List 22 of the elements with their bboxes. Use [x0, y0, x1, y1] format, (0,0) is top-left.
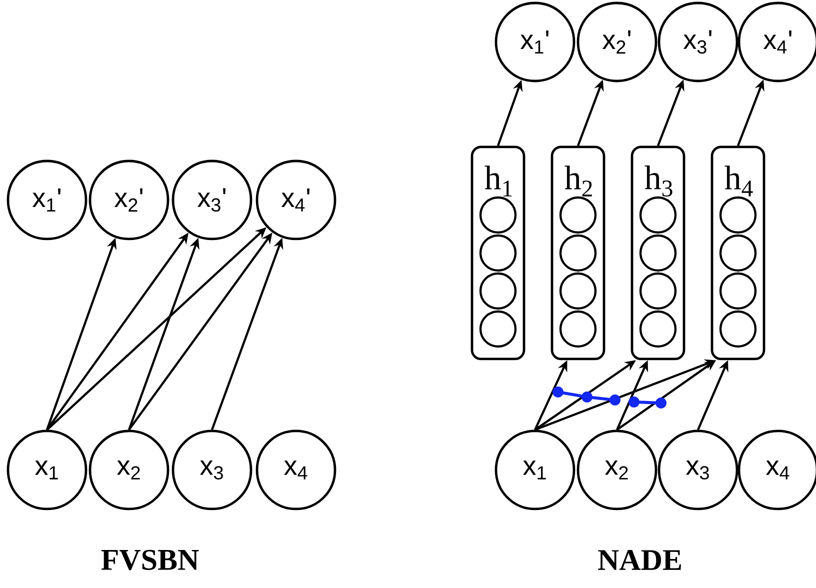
unit-circle	[639, 310, 677, 348]
unit-circle	[719, 272, 757, 310]
unit-circle	[479, 310, 517, 348]
unit-circle	[639, 234, 677, 272]
unit-circle	[719, 234, 757, 272]
hidden-layer-box: h$_{4}$	[710, 146, 766, 360]
unit-circle	[719, 196, 757, 234]
hidden-layer-box: h$_{3}$	[630, 146, 686, 360]
hidden-layer-box: h$_{1}$	[470, 146, 526, 360]
hidden-layer-box: h$_{2}$	[550, 146, 606, 360]
unit-circle	[639, 196, 677, 234]
unit-circle	[479, 234, 517, 272]
unit-circle	[479, 196, 517, 234]
unit-circle	[559, 272, 597, 310]
unit-circle	[479, 272, 517, 310]
unit-circle	[559, 196, 597, 234]
unit-circle	[639, 272, 677, 310]
unit-circle	[559, 234, 597, 272]
panel-title: NADE	[598, 550, 681, 570]
unit-circle	[559, 310, 597, 348]
unit-circle	[719, 310, 757, 348]
panel-title: FVSBN	[101, 550, 199, 570]
